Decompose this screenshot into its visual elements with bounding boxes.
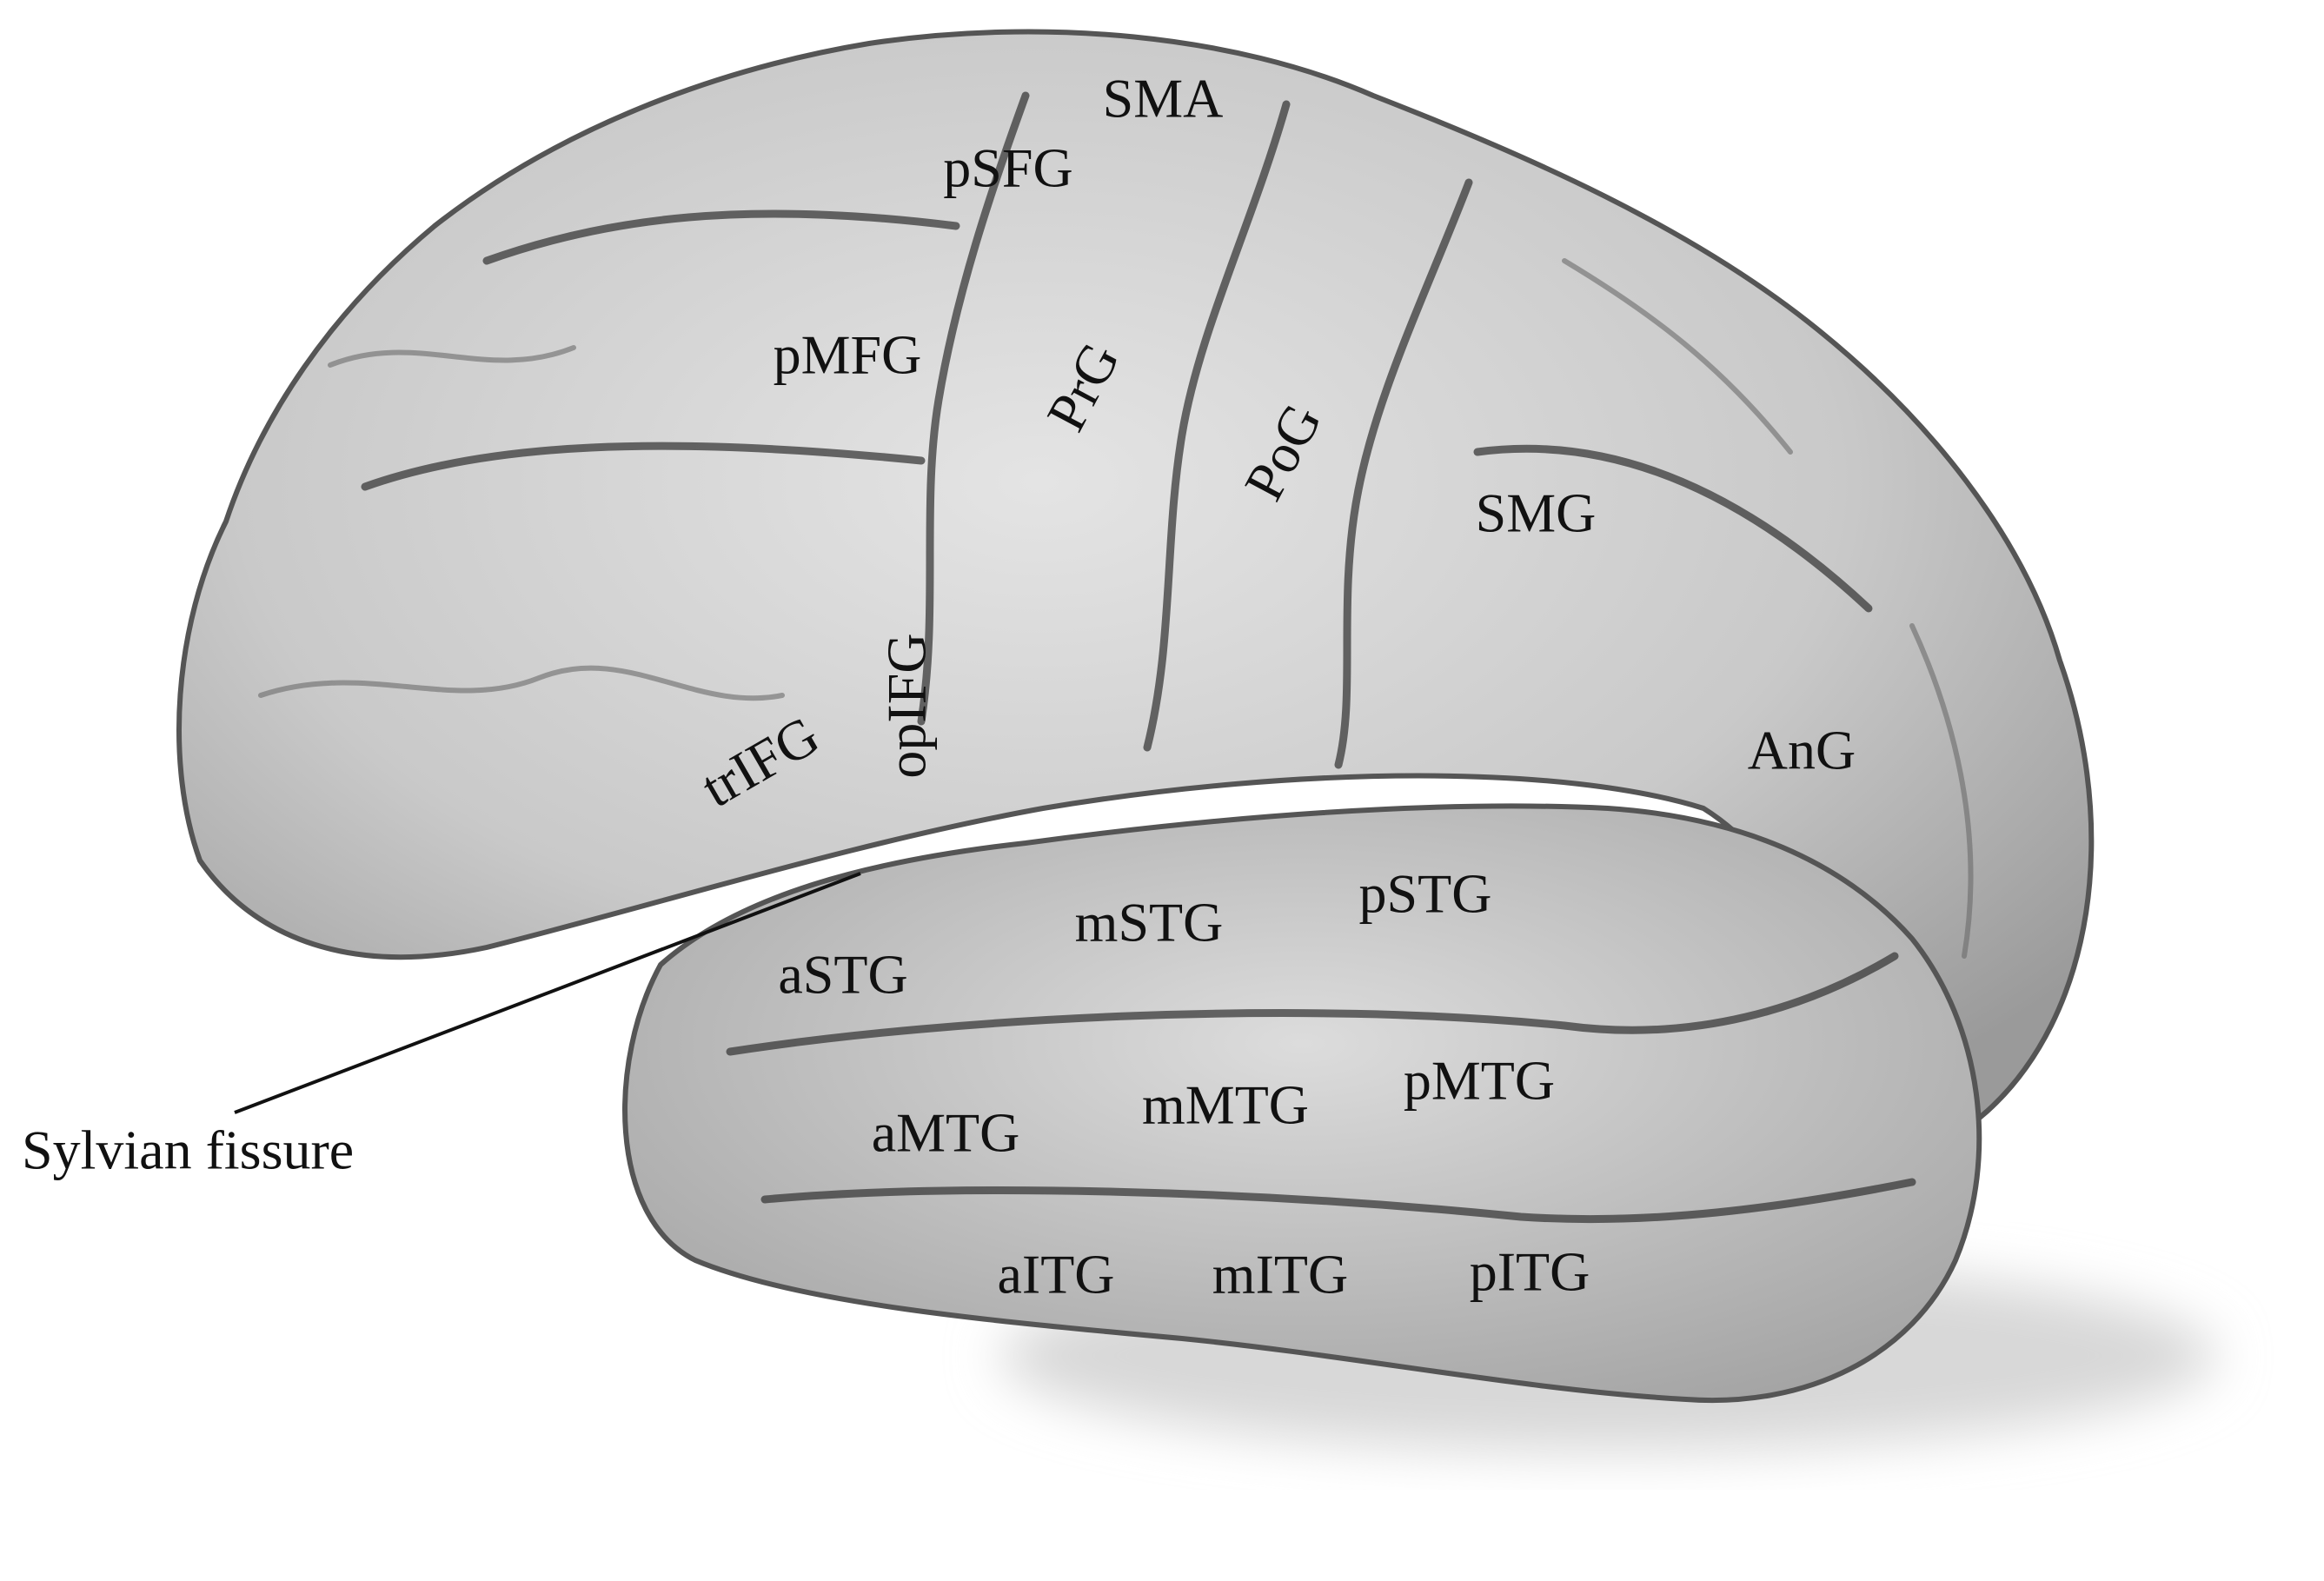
region-label-opifg: opIFG [876,633,938,778]
region-label-psfg: pSFG [943,137,1072,199]
gyral-fold [328,345,576,368]
region-label-mstg: mSTG [1075,892,1224,953]
region-label-mmtg: mMTG [1142,1074,1309,1136]
region-label-pstg: pSTG [1359,863,1492,925]
sylvian-fissure-callout-line [234,872,861,1114]
superior-temporal-sulcus [726,952,1899,1056]
postcentral-sulcus [1334,178,1473,769]
region-label-ang: AnG [1748,720,1856,781]
region-label-amtg: aMTG [872,1102,1020,1164]
inferior-temporal-sulcus [760,1178,1916,1224]
superior-frontal-sulcus [482,209,960,265]
gyral-fold [258,665,785,701]
sylvian-fissure-label: Sylvian fissure [22,1119,354,1181]
region-label-aitg: aITG [997,1244,1114,1305]
region-label-pmfg: pMFG [774,324,922,386]
region-label-astg: aSTG [778,944,907,1006]
inferior-frontal-sulcus [361,442,926,491]
precentral-sulcus [917,91,1030,726]
region-label-sma: SMA [1103,68,1224,130]
gyral-fold [1562,258,1793,455]
region-label-smg: SMG [1476,482,1597,544]
region-label-mitg: mITG [1212,1244,1348,1305]
temporal-lobe [622,803,1982,1403]
region-label-pitg: pITG [1470,1241,1590,1303]
gyral-fold [1909,623,1974,959]
cerebral-hemisphere [176,29,2095,1159]
intraparietal-sulcus [1473,444,1873,613]
region-label-pmtg: pMTG [1404,1050,1555,1112]
central-sulcus [1143,100,1291,752]
